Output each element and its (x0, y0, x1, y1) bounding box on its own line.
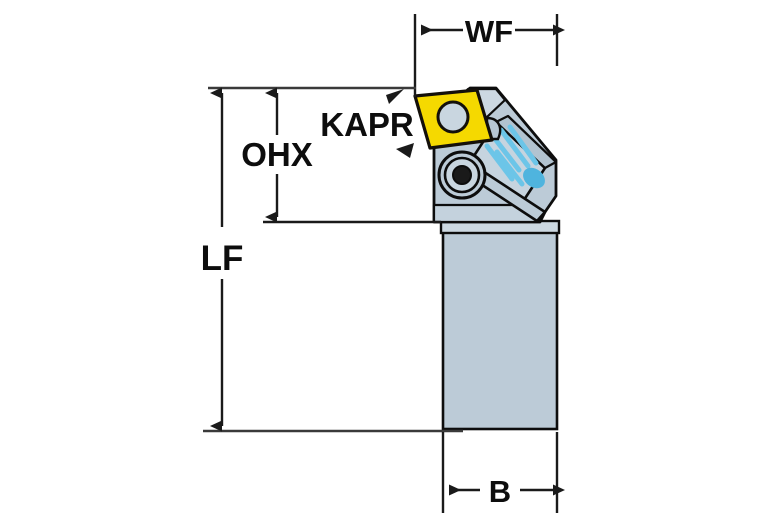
dimension-ohx: OHX (241, 87, 313, 223)
coolant-jet-4 (484, 143, 515, 182)
wf-label: WF (465, 14, 513, 49)
kapr-label: KAPR (320, 106, 414, 143)
b-label: B (489, 474, 511, 509)
kapr-arrowhead-edge (396, 143, 414, 158)
dimension-wf: WF (413, 14, 565, 97)
dimension-kapr: KAPR (320, 89, 414, 158)
kapr-arrowhead-reference (386, 89, 404, 104)
lf-label: LF (201, 239, 244, 278)
coolant-jet-1 (489, 132, 522, 173)
tool-shank (439, 219, 561, 431)
coolant-droplet (523, 167, 545, 189)
tool-assembly (413, 86, 561, 431)
shank-body (441, 230, 559, 431)
dimension-b: B (441, 432, 565, 513)
ohx-label: OHX (241, 136, 313, 173)
coolant-jets (484, 124, 539, 187)
dimension-lf: LF (201, 87, 244, 432)
head-front-step (432, 203, 542, 224)
cutting-insert (413, 88, 494, 150)
clamp-screw (437, 150, 487, 200)
insert-bore (436, 100, 470, 134)
coolant-jet-3 (507, 124, 539, 166)
coolant-jet-2 (498, 127, 531, 169)
coolant-jet-5 (494, 149, 525, 187)
clamp-screw-socket (452, 165, 472, 185)
